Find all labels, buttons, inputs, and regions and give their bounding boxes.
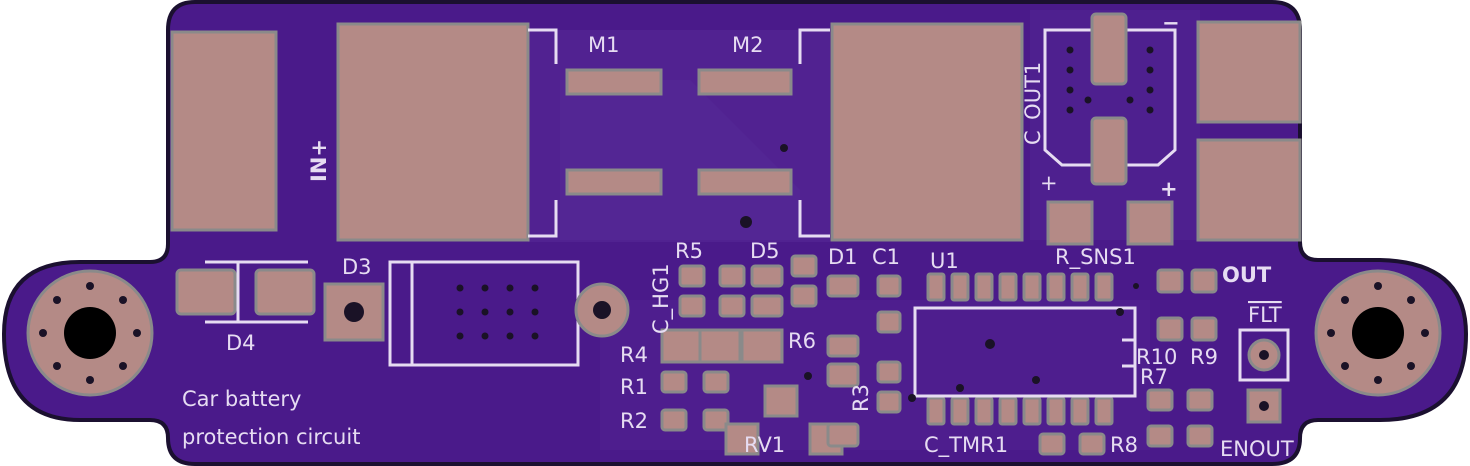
label-plus-out: + <box>1160 177 1178 201</box>
board-title-line2: protection circuit <box>182 425 360 449</box>
label-m2: M2 <box>732 33 763 57</box>
pad-in-plus <box>170 30 278 232</box>
label-r-sns1: R_SNS1 <box>1055 245 1136 270</box>
label-u1: U1 <box>930 249 959 273</box>
silk-d4 <box>205 260 308 324</box>
pad-m1-source <box>565 168 663 196</box>
copper-trace-diag <box>560 80 800 240</box>
pad-m2-source <box>697 168 793 196</box>
pad-m1-gate <box>565 68 663 96</box>
label-in-plus: IN+ <box>307 139 331 182</box>
label-c-out1: C_OUT1 <box>1021 62 1046 145</box>
label-c-tmr1: C_TMR1 <box>924 433 1008 458</box>
label-plus-c: + <box>1040 171 1058 195</box>
label-d3: D3 <box>342 255 372 279</box>
right-resistors <box>1038 268 1218 456</box>
mount-hole-right <box>1314 269 1442 397</box>
pad-r-sns1-a <box>1046 200 1094 246</box>
label-r6: R6 <box>788 329 816 353</box>
pad-d4-b <box>254 268 316 316</box>
silk-c-out1 <box>1043 28 1177 167</box>
board-title-line1: Car battery <box>182 387 302 411</box>
pad-out-neg <box>1196 20 1302 124</box>
label-c-hg1: C_HG1 <box>649 263 674 334</box>
label-enout: ENOUT <box>1220 437 1294 461</box>
label-r3: R3 <box>849 384 873 412</box>
label-r10: R10 <box>1136 345 1177 369</box>
vias-c-out1 <box>1066 46 1154 114</box>
label-out: OUT <box>1222 263 1272 287</box>
pad-r-sns1-b <box>1126 200 1174 246</box>
label-r2: R2 <box>620 409 648 433</box>
label-r9: R9 <box>1190 345 1218 369</box>
label-flt: FLT <box>1248 303 1282 327</box>
pad-m1-drain <box>336 22 530 242</box>
vias-misc <box>740 144 1139 402</box>
label-r4: R4 <box>620 343 648 367</box>
label-r1: R1 <box>620 375 648 399</box>
test-point-flt <box>1238 328 1290 382</box>
silk-m2 <box>798 28 830 238</box>
pad-out-pos <box>1196 138 1302 242</box>
pad-m2-gate <box>697 68 793 96</box>
pad-m2-drain <box>830 22 1024 242</box>
pad-c-out1-neg <box>1090 12 1128 86</box>
label-c1: C1 <box>872 245 900 269</box>
label-minus-out: − <box>1162 11 1180 35</box>
mount-hole-left <box>26 269 154 397</box>
silk-d3 <box>388 260 580 367</box>
silk-m1 <box>528 28 558 238</box>
label-r8: R8 <box>1110 433 1138 457</box>
label-d5: D5 <box>750 239 780 263</box>
pad-d4-a <box>175 268 237 316</box>
vias-d3 <box>456 284 539 340</box>
label-m1: M1 <box>588 33 619 57</box>
label-d4: D4 <box>226 331 256 355</box>
u1-ic <box>913 272 1137 426</box>
label-rv1: RV1 <box>744 433 785 457</box>
pad-c-out1-pos <box>1090 116 1128 186</box>
label-r7: R7 <box>1140 365 1168 389</box>
label-r5: R5 <box>675 239 703 263</box>
smd-cluster <box>660 254 902 456</box>
label-d1: D1 <box>828 245 858 269</box>
test-point-enout <box>1246 388 1282 424</box>
